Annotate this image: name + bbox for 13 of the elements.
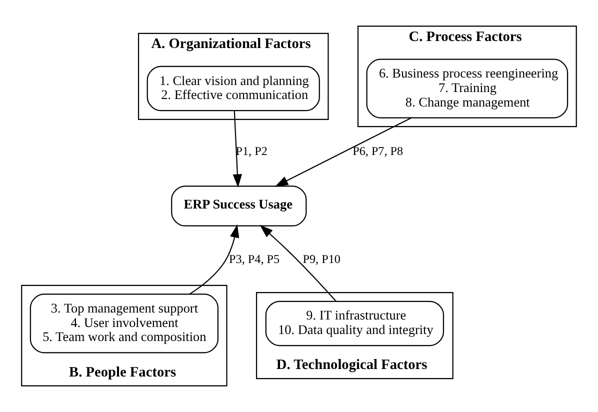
- arrow: [232, 110, 242, 188]
- arrow: [189, 224, 240, 295]
- node-box: ERP Success Usage: [171, 186, 307, 226]
- edge-label: P3, P4, P5: [229, 252, 280, 266]
- edge-label: P6, P7, P8: [352, 144, 404, 158]
- node-box: 1. Clear vision and planning 2. Effective communication: [146, 66, 320, 112]
- edge-label: P9, P10: [302, 252, 340, 266]
- arrow: [260, 224, 337, 302]
- arrow: [274, 117, 412, 187]
- node-box: 9. IT infrastructure 10. Data quality and integrity: [265, 300, 444, 346]
- edge-label: P1, P2: [236, 144, 268, 158]
- node-box: 3. Top management support 4. User involvement 5. Team work and composition: [30, 294, 218, 354]
- node-box: 6. Business process reengineering 7. Training 8. Change management: [366, 58, 568, 118]
